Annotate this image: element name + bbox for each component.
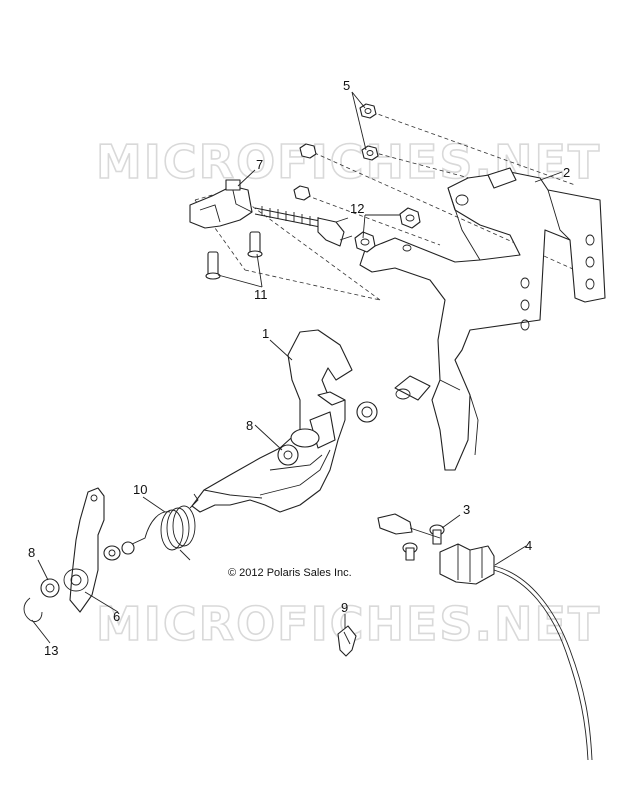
- callout-11: 11: [254, 287, 268, 302]
- bracket-part-2: [359, 167, 606, 471]
- torsion-spring-part-10: [129, 493, 199, 561]
- flange-nut-part-12: [354, 207, 421, 253]
- callout-9: 9: [341, 600, 348, 615]
- copyright-text: © 2012 Polaris Sales Inc.: [228, 567, 352, 579]
- callout-5: 5: [343, 78, 350, 93]
- e-clip-part-13: [23, 597, 43, 623]
- washer-part-8-lower: [40, 578, 60, 598]
- callouts: 5 2 7 12 11 1 8 10 3 4 8 6 9 13: [28, 78, 570, 658]
- clip-part-9: [337, 625, 357, 657]
- leader-lines: [31, 91, 563, 644]
- pedal-part-1: [191, 329, 353, 513]
- callout-6: 6: [113, 609, 120, 624]
- callout-4: 4: [525, 538, 532, 553]
- callout-12: 12: [350, 201, 364, 216]
- callout-13: 13: [44, 643, 58, 658]
- callout-8-lower: 8: [28, 545, 35, 560]
- callout-8-upper: 8: [246, 418, 253, 433]
- latch-assembly-part-7: [189, 179, 353, 247]
- callout-7: 7: [256, 157, 263, 172]
- callout-3: 3: [463, 502, 470, 517]
- pin-part-11: [205, 231, 263, 280]
- callout-1: 1: [262, 326, 269, 341]
- callout-10: 10: [133, 482, 147, 497]
- cable-part-4: [377, 513, 593, 761]
- bushing-part-8-upper: [277, 401, 378, 466]
- lever-part-6: [63, 487, 135, 613]
- callout-2: 2: [563, 165, 570, 180]
